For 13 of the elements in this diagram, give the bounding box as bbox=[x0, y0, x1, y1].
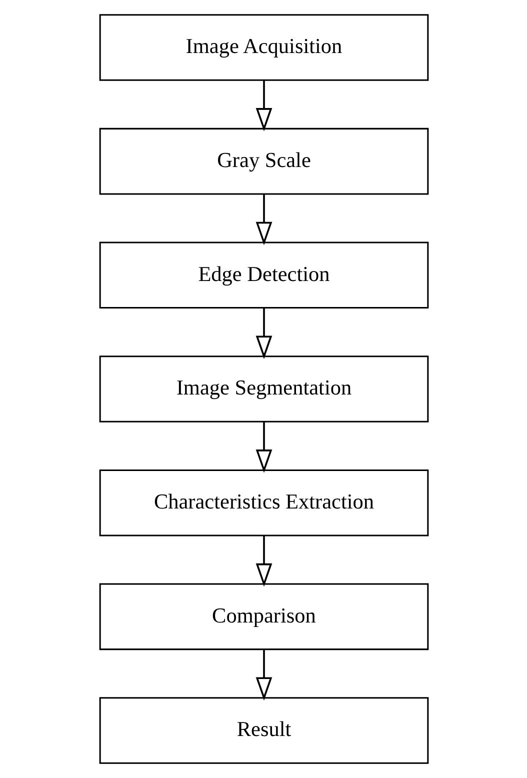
node-box: Gray Scale bbox=[98, 128, 428, 195]
node-box: Result bbox=[98, 697, 428, 764]
node-box: Characteristics Extraction bbox=[98, 469, 428, 536]
arrow bbox=[255, 422, 272, 473]
arrow bbox=[255, 80, 272, 132]
node-box: Image Segmentation bbox=[98, 356, 428, 422]
arrow bbox=[255, 308, 272, 360]
node-box: Comparison bbox=[98, 583, 428, 650]
arrow bbox=[255, 536, 272, 587]
node-box: Edge Detection bbox=[98, 242, 428, 309]
node-box: Image Acquisition bbox=[98, 14, 428, 81]
arrow bbox=[255, 650, 272, 701]
arrow bbox=[255, 194, 272, 246]
